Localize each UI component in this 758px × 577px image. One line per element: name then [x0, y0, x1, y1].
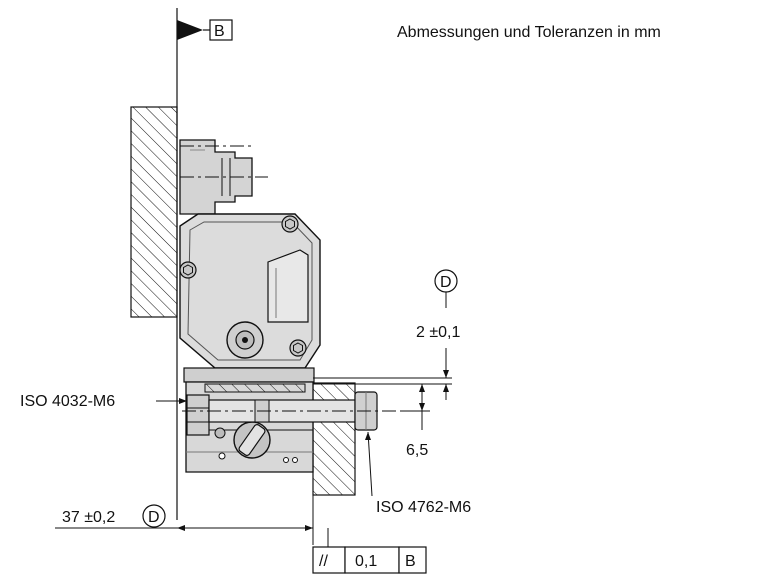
actuator-body [179, 213, 321, 369]
datum-d-bottom: D [142, 504, 166, 528]
nut-icon [186, 394, 210, 436]
dimension-6-5: 6,5 [406, 442, 428, 459]
units-note: Abmessungen und Toleranzen in mm [397, 24, 661, 41]
plunger-icon [226, 321, 264, 359]
tolerance-frame: // 0,1 B [312, 528, 427, 574]
callout-screw-leader [365, 431, 373, 497]
datum-d-letter-bottom: D [148, 509, 160, 526]
lower-mechanism [182, 367, 400, 473]
connector-housing [179, 139, 268, 215]
rotary-knob-icon [233, 421, 271, 459]
hex-screw-left-icon [179, 261, 197, 279]
tolerance-datum: B [405, 553, 416, 570]
tolerance-value: 0,1 [355, 553, 377, 570]
dimension-2-lines [313, 348, 452, 400]
dimension-37-lines [55, 495, 314, 545]
hex-screw-bottom-right-icon [289, 339, 307, 357]
dimension-6-5-lines [400, 384, 430, 430]
dimension-2: 2 ±0,1 [416, 324, 460, 341]
datum-b-letter: B [214, 23, 225, 40]
dimension-37: 37 ±0,2 [62, 509, 115, 526]
datum-d-letter-top: D [440, 274, 452, 291]
callout-nut-label: ISO 4032-M6 [20, 393, 115, 410]
hex-screw-top-right-icon [281, 215, 299, 233]
tolerance-symbol: // [319, 553, 328, 570]
left-mounting-plate [130, 106, 178, 318]
callout-screw-label: ISO 4762-M6 [376, 499, 471, 516]
callout-nut-leader [156, 398, 187, 404]
datum-d-top: D [434, 269, 458, 308]
